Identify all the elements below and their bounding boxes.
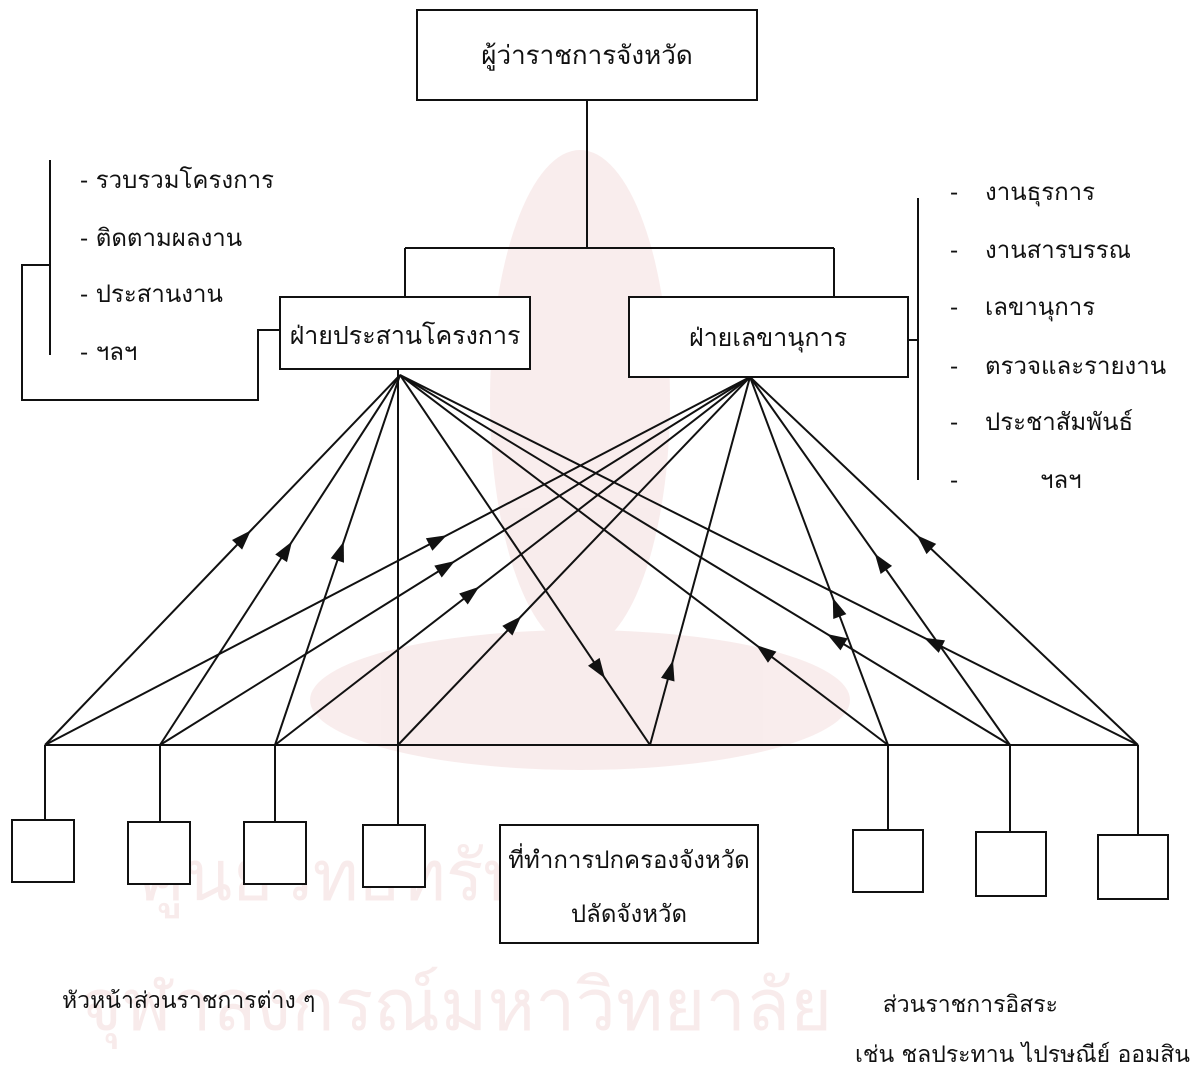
right-duty-item: เลขานุการ bbox=[985, 293, 1095, 322]
project-coordination-box: ฝ่ายประสานโครงการ bbox=[279, 296, 531, 370]
left-caption: หัวหน้าส่วนราชการต่าง ๆ bbox=[62, 988, 315, 1014]
agency-box bbox=[11, 819, 75, 883]
right-duty-item: ประชาสัมพันธ์ bbox=[985, 408, 1133, 436]
arrowhead bbox=[874, 553, 893, 575]
left-duties-list: - รวบรวมโครงการ - ติดตามผลงาน - ประสานงา… bbox=[80, 166, 274, 366]
arrowhead bbox=[827, 634, 848, 651]
arrowhead bbox=[756, 645, 777, 663]
right-duty-item: งานสารบรรณ bbox=[985, 236, 1131, 264]
arrowhead bbox=[661, 660, 675, 682]
right-duty-item: ฯลฯ bbox=[1040, 466, 1082, 494]
agency-box bbox=[1097, 834, 1169, 900]
arrowhead bbox=[459, 586, 480, 605]
watermark-text-2: จุฬาลงกรณ์มหาวิทยาลัย bbox=[80, 963, 832, 1049]
secretariat-box: ฝ่ายเลขานุการ bbox=[628, 296, 909, 378]
agency-boxes bbox=[11, 819, 1169, 900]
right-duties-list: - งานธุรการ - งานสารบรรณ - เลขานุการ - ต… bbox=[950, 178, 1166, 494]
arrowhead bbox=[232, 530, 251, 550]
agency-box bbox=[362, 824, 426, 888]
arrowhead bbox=[330, 541, 344, 563]
governor-label: ผู้ว่าราชการจังหวัด bbox=[481, 41, 693, 71]
agency-box bbox=[243, 821, 307, 885]
arrowhead bbox=[916, 535, 937, 555]
project-coordination-label: ฝ่ายประสานโครงการ bbox=[290, 321, 521, 350]
arrowhead bbox=[588, 657, 605, 679]
left-duty-item: - ฯลฯ bbox=[80, 338, 137, 366]
right-duty-dash: - bbox=[950, 293, 958, 321]
watermark-seal bbox=[490, 150, 670, 650]
agency-box bbox=[852, 829, 924, 893]
provincial-office-box: ที่ทำการปกครองจังหวัด ปลัดจังหวัด bbox=[499, 824, 759, 944]
left-duty-item: - ประสานงาน bbox=[80, 280, 223, 308]
agency-box bbox=[127, 821, 191, 885]
provincial-office-line1: ที่ทำการปกครองจังหวัด bbox=[508, 843, 750, 874]
watermark-seal-base bbox=[310, 630, 850, 770]
right-duty-dash: - bbox=[950, 178, 958, 206]
governor-box: ผู้ว่าราชการจังหวัด bbox=[416, 9, 758, 101]
left-duty-item: - รวบรวมโครงการ bbox=[80, 166, 274, 194]
arrowheads bbox=[232, 530, 945, 682]
arrowhead bbox=[275, 541, 292, 563]
agency-box bbox=[975, 831, 1047, 897]
right-duty-item: งานธุรการ bbox=[985, 178, 1095, 207]
arrowhead bbox=[425, 535, 447, 551]
right-caption-line2: เช่น ชลประทาน ไปรษณีย์ ออมสิน bbox=[855, 1041, 1190, 1068]
right-duty-dash: - bbox=[950, 236, 958, 264]
arrowhead bbox=[502, 616, 522, 636]
right-duty-dash: - bbox=[950, 466, 958, 494]
right-duty-item: ตรวจและรายงาน bbox=[985, 352, 1166, 380]
provincial-office-line2: ปลัดจังหวัด bbox=[571, 900, 687, 928]
right-caption-line1: ส่วนราชการอิสระ bbox=[883, 992, 1058, 1018]
arrowhead bbox=[923, 637, 945, 653]
right-duty-dash: - bbox=[950, 408, 958, 436]
left-duty-item: - ติดตามผลงาน bbox=[80, 224, 242, 252]
arrowhead bbox=[434, 561, 455, 578]
right-duty-dash: - bbox=[950, 352, 958, 380]
secretariat-label: ฝ่ายเลขานุการ bbox=[689, 323, 847, 353]
arrowhead bbox=[832, 597, 847, 619]
